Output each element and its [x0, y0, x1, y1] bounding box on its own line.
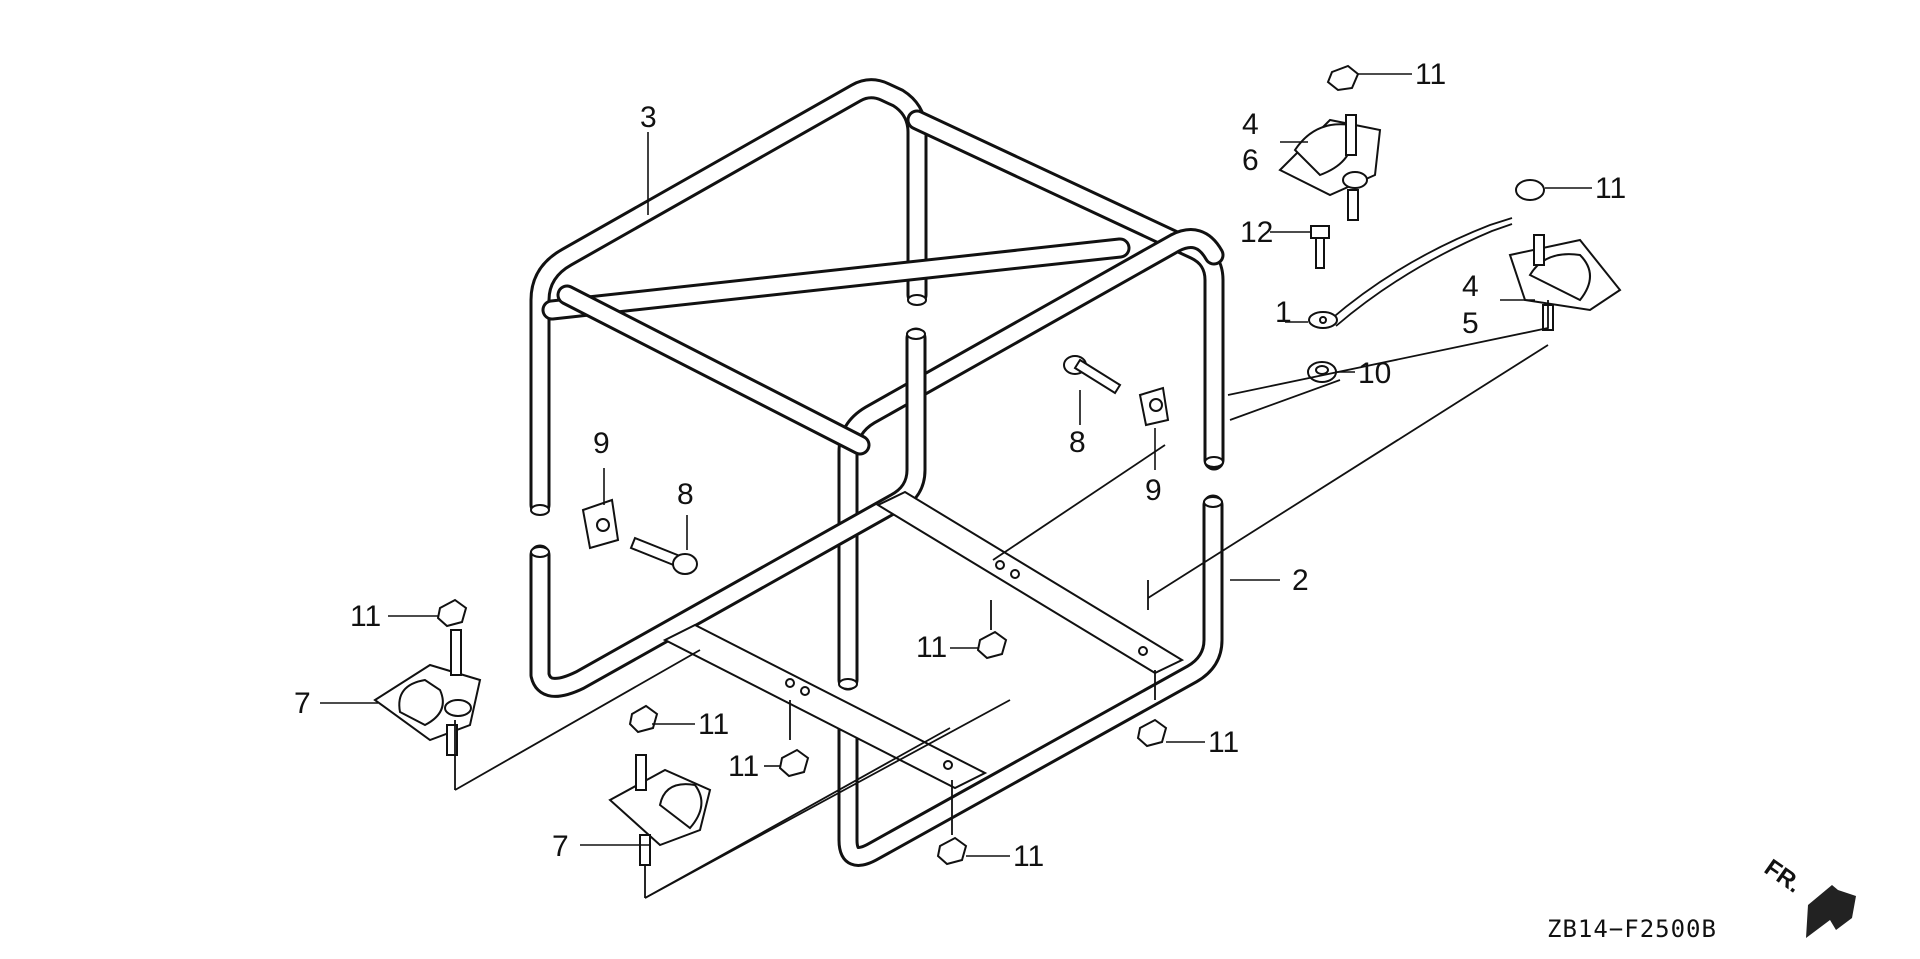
mount-bracket-front-right — [608, 754, 712, 866]
callout-11-top: 11 — [1415, 58, 1446, 91]
mount-bracket-rear-left — [1278, 114, 1382, 221]
callout-6: 6 — [1242, 144, 1259, 177]
leader-lines — [320, 73, 1592, 857]
callout-11-right: 11 — [1595, 172, 1626, 205]
callout-5: 5 — [1462, 307, 1479, 340]
callout-11-bottom: 11 — [1013, 840, 1044, 873]
callout-7-bottom: 7 — [552, 830, 569, 863]
callout-11-center: 11 — [916, 631, 947, 664]
frame-cross-rail-right — [875, 490, 1185, 675]
callout-8-right: 8 — [1069, 426, 1086, 459]
callout-7-left: 7 — [294, 687, 311, 720]
bolt-8-right — [1063, 355, 1122, 395]
callout-4-right: 4 — [1462, 270, 1479, 303]
callout-11-lower-right: 11 — [1208, 726, 1239, 759]
drawing-code: ZB14−F2500B — [1547, 915, 1717, 943]
nut-parts — [436, 64, 1545, 866]
collar-9-right — [1138, 386, 1170, 427]
callout-12: 12 — [1240, 216, 1273, 249]
callout-9-right: 9 — [1145, 474, 1162, 507]
ground-wire — [1308, 217, 1513, 329]
assembly-guide-lines — [454, 300, 1549, 899]
lower-frame-tube — [529, 327, 1224, 867]
front-marker: FR. — [1759, 854, 1806, 898]
upper-frame-tube — [529, 78, 1225, 691]
callout-2: 2 — [1292, 564, 1309, 597]
callout-11-left: 11 — [350, 600, 381, 633]
bolt-8-left — [629, 536, 698, 575]
callout-8-left: 8 — [677, 478, 694, 511]
screw-12 — [1310, 225, 1330, 269]
callout-11-rail: 11 — [728, 750, 759, 783]
callout-4-upper: 4 — [1242, 108, 1259, 141]
callout-11-front: 11 — [698, 708, 729, 741]
mount-bracket-front-left — [373, 629, 482, 756]
callout-9-left: 9 — [593, 427, 610, 460]
callout-1: 1 — [1275, 296, 1292, 329]
callout-3: 3 — [640, 101, 657, 134]
front-direction-arrow — [1806, 885, 1856, 938]
grommet-10 — [1307, 361, 1337, 383]
callout-10: 10 — [1358, 357, 1391, 390]
collar-9-left — [581, 498, 620, 550]
frame-cross-rail-left — [662, 623, 988, 790]
mount-bracket-rear-right — [1508, 234, 1622, 331]
